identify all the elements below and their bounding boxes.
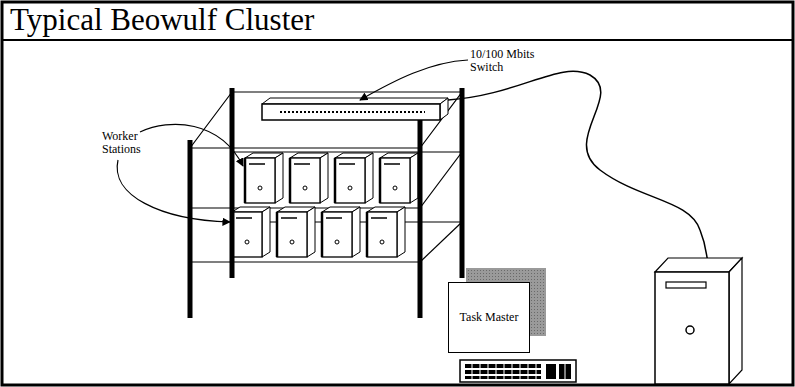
keyboard	[460, 360, 576, 382]
leader-arrow	[360, 60, 468, 100]
network-cable	[448, 71, 722, 275]
master-tower	[655, 258, 742, 384]
switch-label: 10/100 Mbits Switch	[470, 48, 554, 73]
worker-label: Worker Stations	[102, 130, 152, 155]
leader-arrow	[140, 124, 243, 166]
network-switch	[262, 98, 448, 120]
monitor-screen: Task Master	[448, 282, 530, 353]
title-rule	[2, 39, 793, 41]
screen-text: Task Master	[460, 310, 519, 325]
leader-arrow	[117, 160, 230, 222]
diagram-title: Typical Beowulf Cluster	[10, 4, 314, 37]
worker-towers	[232, 153, 418, 257]
rack-posts	[190, 88, 462, 318]
